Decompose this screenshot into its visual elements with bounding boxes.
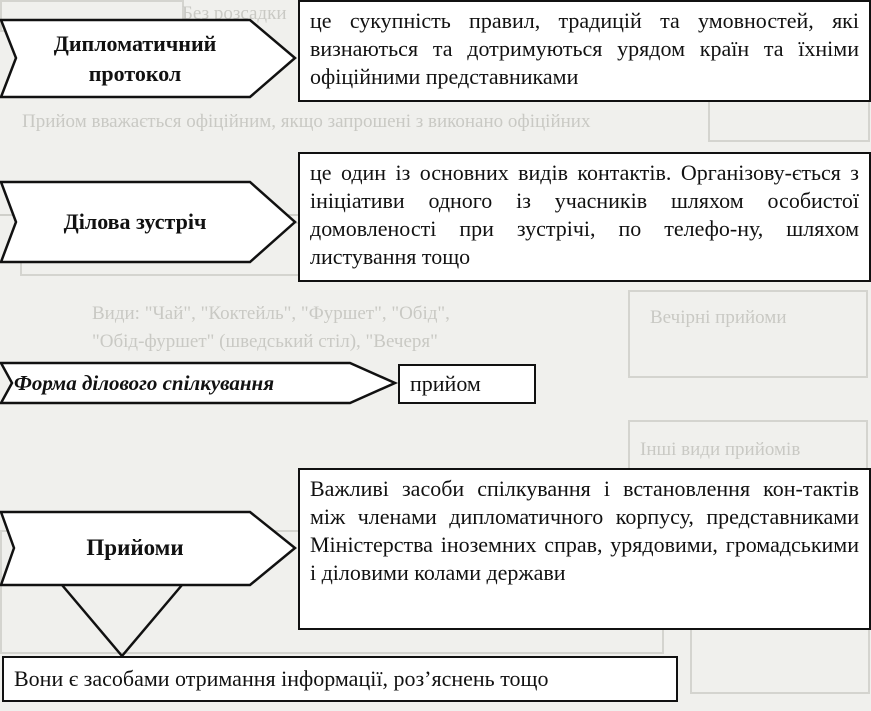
connector-line: [61, 584, 183, 658]
ghost-box: [628, 290, 868, 378]
definition-business-communication-form: прийом: [398, 364, 536, 404]
term-diplomatic-protocol: Дипломатичний протокол: [53, 31, 217, 86]
term-business-communication-form: Форма ділового спілкування: [14, 370, 275, 395]
arrow-shape: [0, 361, 399, 405]
ghost-text: Види: "Чай", "Коктейль", "Фуршет", "Обід…: [92, 303, 450, 324]
term-business-meeting: Ділова зустріч: [63, 209, 207, 234]
footer-note: Вони є засобами отримання інформації, ро…: [2, 656, 678, 702]
definition-diplomatic-protocol: це сукупність правил, традицій та умовно…: [298, 0, 871, 102]
arrow-shape: [0, 180, 297, 264]
ghost-text: Інші види прийомів: [640, 439, 801, 460]
ghost-text: Вечірні прийоми: [650, 307, 787, 328]
definition-business-meeting: це один із основних видів контактів. Орг…: [298, 152, 871, 282]
arrow-shape: [0, 510, 297, 587]
ghost-text: "Обід-фуршет" (шведський стіл), "Вечеря": [92, 331, 438, 352]
arrow-shape: [0, 18, 297, 99]
definition-receptions: Важливі засоби спілкування і встановленн…: [298, 468, 871, 630]
ghost-text: Прийом вважається офіційним, якщо запрош…: [22, 111, 591, 132]
term-receptions: Прийоми: [86, 535, 184, 560]
